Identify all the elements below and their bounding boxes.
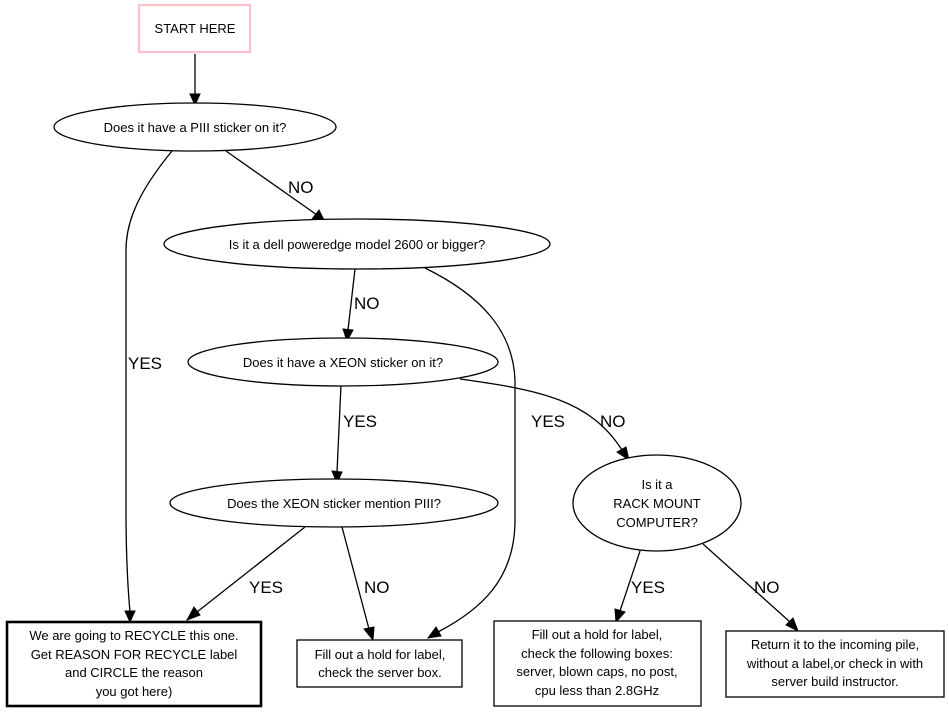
edge-rack-no-return bbox=[702, 543, 791, 623]
node-label: server, blown caps, no post, bbox=[516, 664, 677, 679]
node-label: Does it have a XEON sticker on it? bbox=[243, 355, 443, 370]
edge-dell-no-xeon bbox=[347, 268, 356, 331]
node-label: We are going to RECYCLE this one. bbox=[29, 628, 238, 643]
node-question-rack: Is it a RACK MOUNT COMPUTER? bbox=[572, 454, 742, 552]
edge-label-yes: YES bbox=[531, 412, 565, 431]
arrowhead bbox=[185, 606, 201, 621]
edge-rack-yes-holdboxes bbox=[619, 550, 641, 612]
node-hold-boxes: Fill out a hold for label, check the fol… bbox=[493, 620, 702, 707]
node-question-xeon: Does it have a XEON sticker on it? bbox=[187, 337, 499, 387]
node-label: without a label,or check in with bbox=[746, 656, 923, 671]
arrowhead bbox=[363, 626, 375, 642]
arrowhead bbox=[785, 617, 799, 633]
edge-label-yes: YES bbox=[249, 578, 283, 597]
node-start: START HERE bbox=[137, 3, 252, 54]
edge-piii-no-dell bbox=[225, 150, 318, 216]
node-label: RACK MOUNT bbox=[613, 496, 700, 511]
edge-label-no: NO bbox=[364, 578, 390, 597]
arrowhead bbox=[331, 470, 343, 485]
node-label: START HERE bbox=[155, 21, 236, 36]
node-label: server build instructor. bbox=[771, 674, 898, 689]
node-label: you got here) bbox=[96, 684, 173, 699]
node-label: Does the XEON sticker mention PIII? bbox=[227, 496, 441, 511]
edge-label-no: NO bbox=[288, 178, 314, 197]
node-label: Does it have a PIII sticker on it? bbox=[104, 120, 287, 135]
node-label: check the server box. bbox=[318, 665, 442, 680]
node-label: Return it to the incoming pile, bbox=[751, 637, 919, 652]
edge-dell-yes-hold bbox=[424, 267, 516, 633]
node-label: check the following boxes: bbox=[521, 646, 673, 661]
node-question-piii: Does it have a PIII sticker on it? bbox=[53, 102, 337, 152]
node-return-pile: Return it to the incoming pile, without … bbox=[725, 630, 945, 698]
node-label: Get REASON FOR RECYCLE label bbox=[31, 647, 238, 662]
node-label: Is it a bbox=[641, 477, 673, 492]
arrowhead bbox=[124, 610, 136, 624]
node-label: Is it a dell poweredge model 2600 or big… bbox=[229, 237, 486, 252]
node-question-dell: Is it a dell poweredge model 2600 or big… bbox=[163, 218, 551, 270]
arrowhead bbox=[614, 608, 626, 624]
edge-xeonpiii-no-hold bbox=[341, 526, 370, 630]
node-recycle: We are going to RECYCLE this one. Get RE… bbox=[5, 620, 263, 708]
node-label: COMPUTER? bbox=[616, 515, 698, 530]
edge-label-yes: YES bbox=[128, 354, 162, 373]
edge-label-no: NO bbox=[754, 578, 780, 597]
edge-xeon-yes-xeonpiii bbox=[336, 384, 342, 473]
arrowhead bbox=[189, 93, 201, 107]
edge-xeon-no-rack bbox=[459, 378, 623, 451]
arrowhead bbox=[616, 446, 630, 462]
node-question-xeon-piii: Does the XEON sticker mention PIII? bbox=[169, 478, 499, 528]
edge-label-no: NO bbox=[600, 412, 626, 431]
edge-label-yes: YES bbox=[343, 412, 377, 431]
node-label: and CIRCLE the reason bbox=[65, 665, 203, 680]
node-hold-server: Fill out a hold for label, check the ser… bbox=[296, 639, 463, 688]
edge-label-yes: YES bbox=[631, 578, 665, 597]
node-label: Fill out a hold for label, bbox=[315, 647, 446, 662]
edge-label-no: NO bbox=[354, 294, 380, 313]
node-label: Fill out a hold for label, bbox=[532, 627, 663, 642]
arrowhead bbox=[342, 328, 354, 343]
edges: YES NO NO YES YES NO YES NO YES bbox=[124, 54, 799, 642]
arrowhead bbox=[426, 626, 442, 639]
node-label: cpu less than 2.8GHz bbox=[535, 683, 659, 698]
edge-xeonpiii-yes-recycle bbox=[196, 526, 306, 613]
edge-piii-yes-recycle bbox=[125, 150, 173, 613]
